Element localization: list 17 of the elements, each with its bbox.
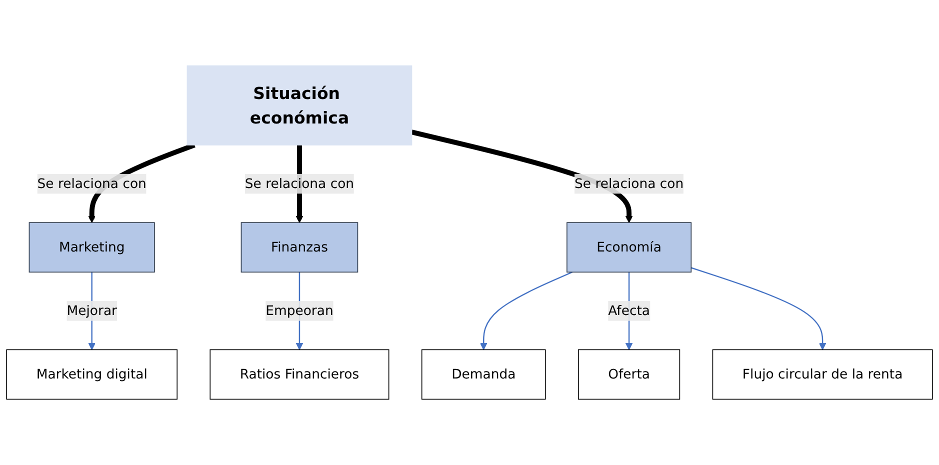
node-box: Economía — [566, 222, 692, 273]
edge-label: Se relaciona con — [37, 176, 146, 192]
edge-label: Mejorar — [66, 302, 117, 318]
edge-label: Se relaciona con — [574, 176, 684, 192]
node-box: Demanda — [421, 349, 546, 400]
node-box: Ratios Financieros — [210, 349, 390, 400]
edge-label: Se relaciona con — [244, 176, 354, 192]
arrow — [480, 272, 573, 350]
arrow — [690, 267, 826, 350]
edge-label: Afecta — [608, 302, 650, 318]
node-box: Marketing — [28, 222, 155, 273]
edge-label: Empeoran — [266, 302, 334, 318]
node-box: Situación económica — [186, 65, 412, 146]
node-box: Marketing digital — [6, 349, 178, 400]
node-box: Finanzas — [240, 222, 358, 273]
node-box: Oferta — [578, 349, 680, 400]
node-box: Flujo circular de la renta — [712, 349, 933, 400]
